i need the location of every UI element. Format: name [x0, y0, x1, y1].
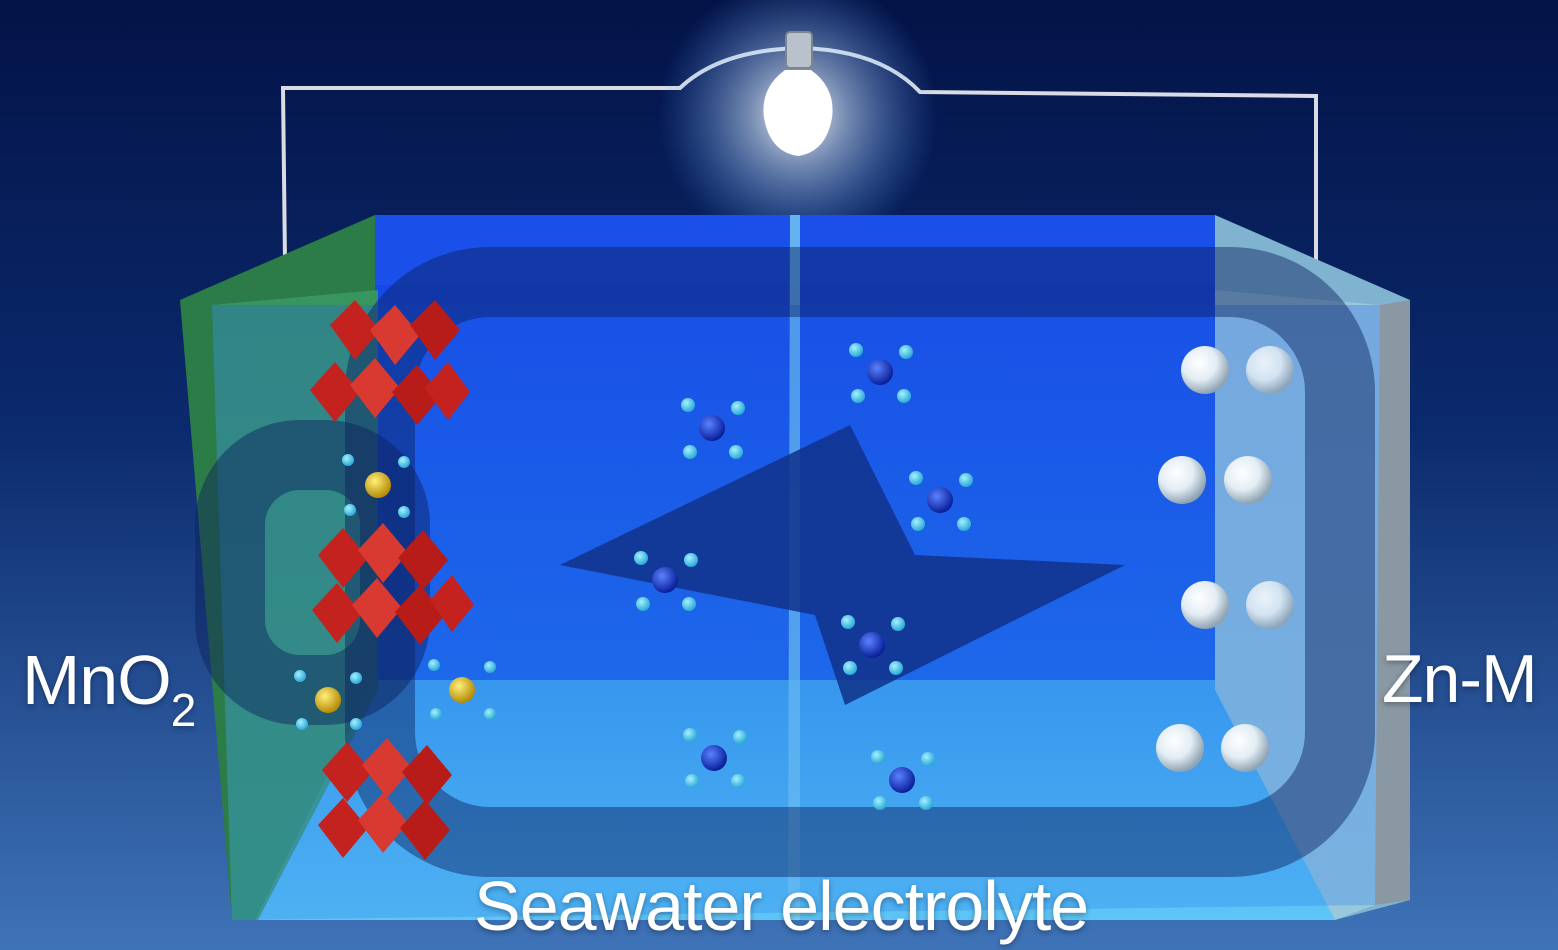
- hydrated-zinc-ion: [909, 471, 973, 531]
- hydrated-zinc-ion: [683, 728, 747, 788]
- mno2-octahedra-cluster-middle: [312, 523, 474, 645]
- sodium-ion: [428, 659, 496, 720]
- mno2-octahedra-cluster-top: [310, 300, 470, 425]
- anode-edge: [1375, 300, 1410, 905]
- light-bulb-icon: [658, 0, 938, 255]
- hydrated-zinc-ion: [681, 398, 745, 459]
- lightning-arrow-icon: [560, 425, 1125, 705]
- cathode-formula-subscript: 2: [170, 684, 197, 736]
- sodium-ion: [342, 454, 410, 518]
- hydrated-zinc-ion: [849, 343, 913, 403]
- container-front-glass: [212, 305, 1380, 920]
- cathode-formula-base: MnO: [22, 641, 172, 719]
- hydrated-zinc-ion: [841, 615, 905, 675]
- electrolyte-label: Seawater electrolyte: [474, 867, 1089, 945]
- cycle-loop-left: [195, 420, 430, 725]
- anode-label: Zn-M: [1382, 641, 1538, 717]
- sodium-ion: [294, 670, 362, 730]
- mno2-octahedra-cluster-bottom: [318, 738, 452, 860]
- hydrated-zinc-ion: [871, 750, 935, 810]
- cathode-label: MnO2: [22, 640, 196, 736]
- hydrated-zinc-ion: [634, 551, 698, 611]
- zinc-metal-atoms: [1156, 346, 1294, 772]
